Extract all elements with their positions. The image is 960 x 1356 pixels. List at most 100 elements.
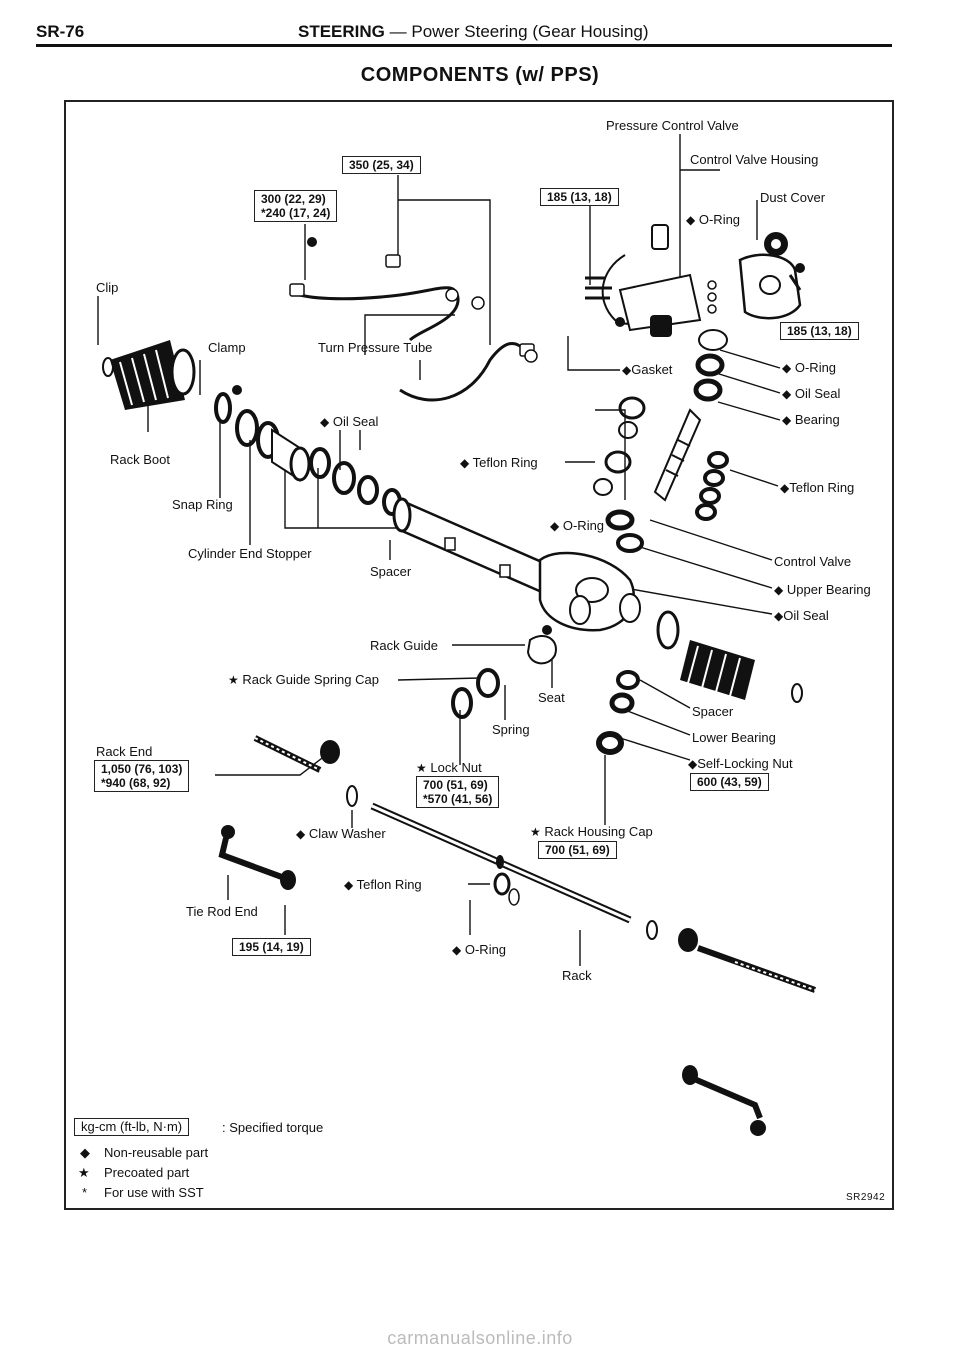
- leader-line-oring-r: [719, 349, 781, 369]
- subsection-name: — Power Steering (Gear Housing): [389, 22, 649, 41]
- label-rack-guide-spring-cap: ★ Rack Guide Spring Cap: [228, 672, 379, 688]
- torque-value-240: *240 (17, 24): [261, 206, 331, 220]
- label-self-locking-nut-text: Self-Locking Nut: [697, 756, 793, 771]
- label-teflon-ring-low-text: Teflon Ring: [356, 877, 422, 892]
- page-title: COMPONENTS (w/ PPS): [360, 64, 600, 86]
- label-gasket-text: Gasket: [631, 362, 673, 377]
- label-bearing: ◆ Bearing: [782, 412, 840, 428]
- label-control-valve-housing: Control Valve Housing: [690, 152, 819, 167]
- torque-box-600: 600 (43, 59): [690, 773, 769, 791]
- leader-line-teflon-r: [729, 469, 779, 487]
- label-oil-seal-right-text: Oil Seal: [794, 386, 841, 401]
- torque-box-350: 350 (25, 34): [342, 156, 421, 174]
- label-spacer-right: Spacer: [692, 704, 734, 719]
- label-rack-end: Rack End: [96, 744, 153, 759]
- legend-precoated-text: Precoated part: [104, 1165, 190, 1180]
- torque-box-185-right: 185 (13, 18): [780, 322, 859, 340]
- label-teflon-ring-mid: ◆ Teflon Ring: [460, 455, 538, 471]
- cylinder-end-stopper: [271, 428, 311, 482]
- non-reusable-marker: ◆: [296, 827, 306, 841]
- label-gasket: ◆Gasket: [622, 362, 672, 378]
- label-dust-cover: Dust Cover: [760, 190, 826, 205]
- label-bearing-text: Bearing: [794, 412, 840, 427]
- non-reusable-marker: ◆: [452, 943, 462, 957]
- label-tie-rod-end: Tie Rod End: [186, 904, 258, 919]
- label-turn-pressure-tube: Turn Pressure Tube: [318, 340, 433, 355]
- label-lock-nut: ★ Lock Nut: [416, 760, 482, 776]
- non-reusable-marker: ◆: [460, 456, 470, 470]
- torque-box-195: 195 (14, 19): [232, 938, 311, 956]
- rack-boot-right: [656, 610, 803, 703]
- non-reusable-marker: ◆: [782, 387, 792, 401]
- torque-box-300-240: 300 (22, 29) *240 (17, 24): [254, 190, 338, 222]
- label-teflon-ring-right-text: Teflon Ring: [789, 480, 855, 495]
- torque-box-700-570: 700 (51, 69) *570 (41, 56): [416, 776, 500, 808]
- non-reusable-marker: ◆: [344, 878, 354, 892]
- rack-end-right: [646, 920, 817, 993]
- label-spring: Spring: [492, 722, 530, 737]
- legend-sst-symbol: *: [82, 1185, 88, 1200]
- label-oil-seal-right: ◆ Oil Seal: [782, 386, 840, 402]
- leader-line-lb: [624, 709, 691, 736]
- leader-line-tube: [364, 314, 455, 355]
- leader-line-oilseal-r: [715, 372, 781, 394]
- precoated-marker: ★: [530, 825, 541, 839]
- section-name: STEERING: [298, 22, 385, 41]
- non-reusable-marker: ◆: [774, 583, 784, 597]
- label-o-ring-mid: ◆ O-Ring: [550, 518, 604, 534]
- label-oil-seal-lower-text: Oil Seal: [783, 608, 829, 623]
- torque-box-185-top: 185 (13, 18): [540, 188, 619, 206]
- leader-line-gasket: [567, 336, 620, 371]
- label-o-ring-top-text: O-Ring: [698, 212, 741, 227]
- torque-value-700: 700 (51, 69): [423, 778, 488, 792]
- label-seat: Seat: [538, 690, 565, 705]
- label-rack-guide: Rack Guide: [370, 638, 438, 653]
- legend-torque-box: kg-cm (ft-lb, N·m): [74, 1118, 190, 1136]
- legend-non-reusable-text: Non-reusable part: [104, 1145, 209, 1160]
- teflon-rings-mid: [593, 396, 646, 496]
- tube-fittings: [289, 254, 538, 363]
- torque-box-1050-940: 1,050 (76, 103) *940 (68, 92): [94, 760, 190, 792]
- non-reusable-marker: ◆: [320, 415, 330, 429]
- page-number: SR-76: [36, 22, 85, 41]
- teflon-ring-low-part: [493, 872, 511, 896]
- legend-sst-text: For use with SST: [104, 1185, 204, 1200]
- label-lower-bearing: Lower Bearing: [692, 730, 776, 745]
- label-o-ring-low-text: O-Ring: [464, 942, 507, 957]
- label-oil-seal-mid: ◆ Oil Seal: [320, 414, 378, 430]
- leader-line-350b: [398, 199, 491, 345]
- non-reusable-marker: ◆: [782, 361, 792, 375]
- leader-line-ub: [639, 546, 773, 589]
- label-clip-left: Clip: [96, 280, 119, 295]
- page-header: SR-76 STEERING — Power Steering (Gear Ho…: [36, 20, 892, 46]
- o-ring-low-part: [508, 888, 520, 906]
- torque-value-570: *570 (41, 56): [423, 792, 493, 806]
- leader-line-cv: [649, 519, 773, 561]
- label-oil-seal-mid-text: Oil Seal: [332, 414, 379, 429]
- tie-rod-end-left: [218, 825, 296, 890]
- torque-value-940: *940 (68, 92): [101, 776, 171, 790]
- pressure-control-valve: [585, 224, 702, 337]
- diagram-frame: [64, 100, 894, 1210]
- label-snap-ring: Snap Ring: [172, 497, 233, 512]
- non-reusable-marker: ◆: [622, 363, 632, 377]
- section-title: STEERING — Power Steering (Gear Housing): [298, 22, 649, 42]
- leader-line-ces2: [284, 455, 400, 529]
- precoated-marker: ★: [416, 761, 427, 775]
- label-teflon-ring-right: ◆Teflon Ring: [780, 480, 854, 496]
- label-o-ring-low: ◆ O-Ring: [452, 942, 506, 958]
- label-o-ring-right-text: O-Ring: [794, 360, 837, 375]
- label-spacer-mid: Spacer: [370, 564, 412, 579]
- control-valve-housing: [707, 232, 802, 320]
- rack-boot-left: [102, 340, 196, 410]
- right-lower-rings: [596, 670, 640, 755]
- non-reusable-marker: ◆: [550, 519, 560, 533]
- tie-rod-end-right: [682, 1065, 766, 1136]
- legend-non-reusable-symbol: ◆: [80, 1145, 90, 1160]
- watermark: carmanualsonline.info: [387, 1328, 573, 1348]
- label-cylinder-end-stopper: Cylinder End Stopper: [188, 546, 312, 561]
- precoated-marker: ★: [228, 673, 239, 687]
- figure-code: SR2942: [846, 1192, 886, 1203]
- label-rack: Rack: [562, 968, 592, 983]
- non-reusable-marker: ◆: [688, 757, 698, 771]
